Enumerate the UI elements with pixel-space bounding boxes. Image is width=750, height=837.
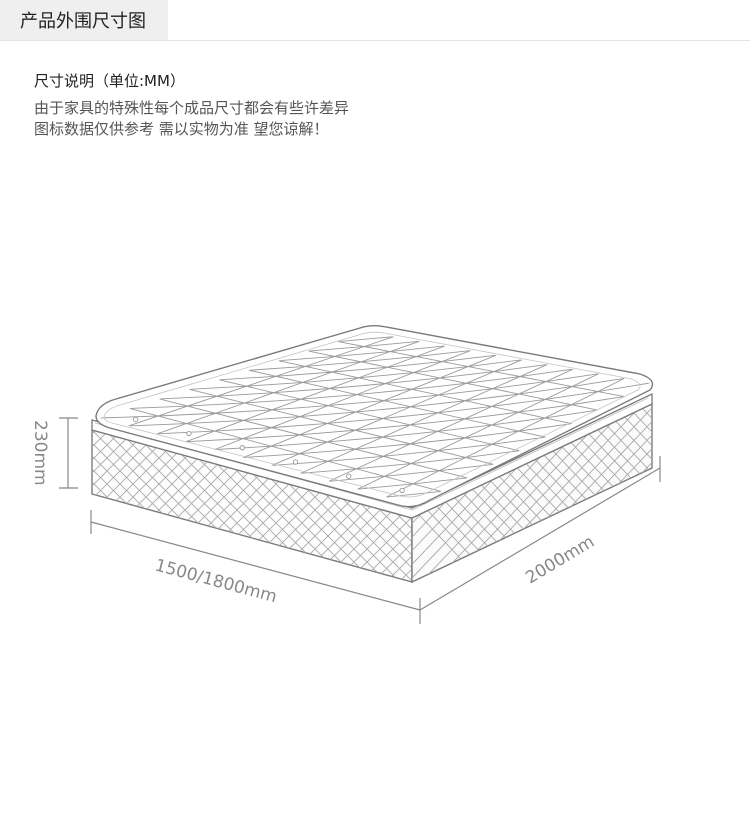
size-note: 尺寸说明（单位:MM） 由于家具的特殊性每个成品尺寸都会有些许差异 图标数据仅供… xyxy=(34,70,349,140)
length-dimension xyxy=(419,456,661,611)
size-note-line-2: 图标数据仅供参考 需以实物为准 望您谅解！ xyxy=(34,120,329,138)
size-note-line-1: 由于家具的特殊性每个成品尺寸都会有些许差异 xyxy=(34,99,350,117)
section-tab: 产品外围尺寸图 xyxy=(0,0,168,40)
width-dimension xyxy=(90,510,421,624)
length-label: 2000mm xyxy=(522,532,598,588)
height-label: 230mm xyxy=(30,420,50,486)
mattress-top xyxy=(95,325,654,508)
size-note-title: 尺寸说明（单位:MM） xyxy=(34,72,185,90)
width-label: 1500/1800mm xyxy=(153,556,279,608)
height-dimension xyxy=(59,417,78,489)
section-title: 产品外围尺寸图 xyxy=(20,11,146,32)
header-bar: 产品外围尺寸图 xyxy=(0,0,750,41)
